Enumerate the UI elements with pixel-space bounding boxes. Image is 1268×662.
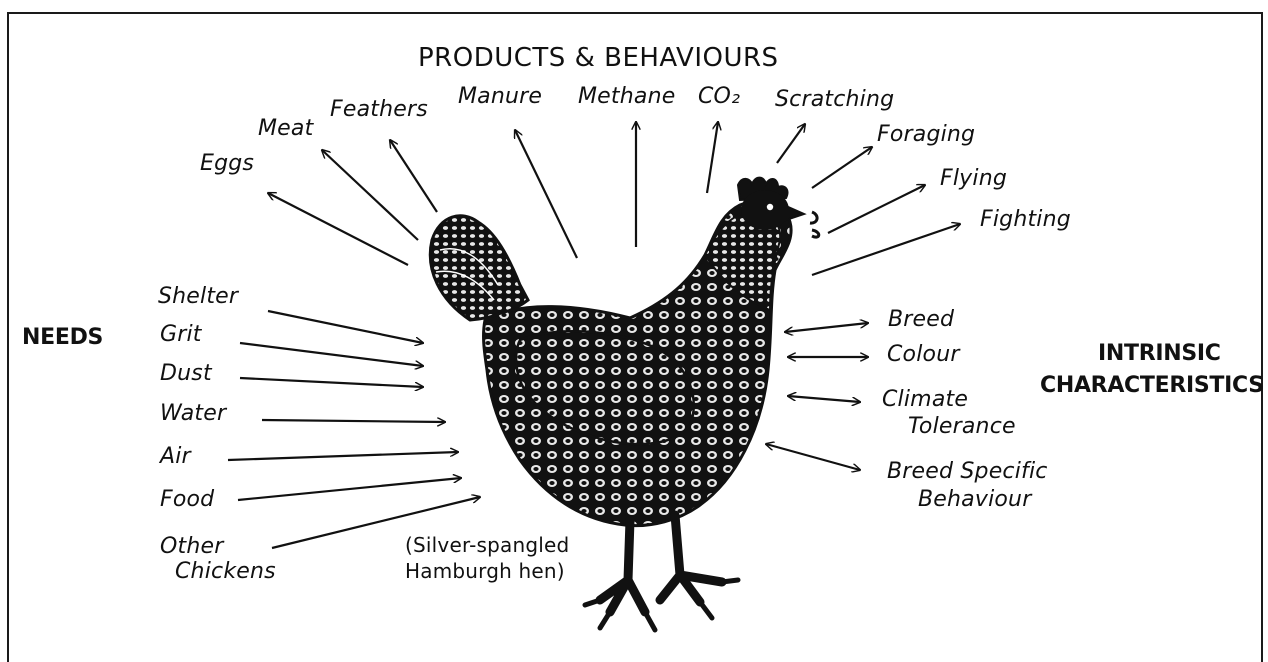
label-fighting: Fighting bbox=[980, 208, 1071, 232]
arrow-meat bbox=[322, 150, 418, 240]
hen-tail bbox=[430, 216, 528, 320]
label-feathers: Feathers bbox=[330, 98, 428, 122]
intrinsic-arrows bbox=[766, 323, 868, 470]
arrow-grit bbox=[240, 343, 423, 366]
caption-line-1: (Silver-spangled bbox=[405, 534, 569, 556]
arrow-breed bbox=[785, 323, 868, 332]
label-climate: Climate bbox=[882, 388, 968, 412]
arrow-air bbox=[228, 452, 458, 460]
intrinsic-heading-1: INTRINSIC bbox=[1098, 342, 1221, 366]
arrow-behaviour bbox=[766, 444, 860, 470]
label-chickens: Chickens bbox=[175, 560, 276, 584]
label-shelter: Shelter bbox=[158, 285, 238, 309]
needs-heading: NEEDS bbox=[22, 326, 103, 350]
arrow-eggs bbox=[268, 193, 408, 265]
label-meat: Meat bbox=[258, 117, 313, 141]
label-other: Other bbox=[160, 535, 223, 559]
hen-legs bbox=[600, 515, 722, 612]
label-colour: Colour bbox=[887, 343, 960, 367]
caption-line-2: Hamburgh hen) bbox=[405, 560, 565, 582]
arrow-food bbox=[238, 478, 461, 500]
arrow-manure bbox=[515, 130, 577, 258]
diagram-title: PRODUCTS & BEHAVIOURS bbox=[418, 44, 779, 73]
label-breed: Breed bbox=[888, 308, 954, 332]
label-foraging: Foraging bbox=[877, 123, 975, 147]
label-air: Air bbox=[160, 445, 191, 469]
label-eggs: Eggs bbox=[200, 152, 254, 176]
label-scratching: Scratching bbox=[775, 88, 894, 112]
label-grit: Grit bbox=[160, 323, 202, 347]
label-water: Water bbox=[160, 402, 226, 426]
label-behaviour: Behaviour bbox=[918, 488, 1031, 512]
arrow-fighting bbox=[812, 224, 960, 275]
label-flying: Flying bbox=[940, 167, 1007, 191]
arrow-climate bbox=[788, 396, 860, 402]
arrow-foraging bbox=[812, 147, 872, 188]
arrow-shelter bbox=[268, 311, 423, 343]
product-arrows bbox=[268, 122, 960, 275]
label-tolerance: Tolerance bbox=[908, 415, 1016, 439]
intrinsic-heading-2: CHARACTERISTICS bbox=[1040, 374, 1264, 398]
arrow-water bbox=[262, 420, 445, 422]
label-methane: Methane bbox=[578, 85, 675, 109]
arrow-co2 bbox=[707, 122, 718, 193]
label-food: Food bbox=[160, 488, 214, 512]
label-breed-specific: Breed Specific bbox=[887, 460, 1048, 484]
arrow-feathers bbox=[390, 140, 437, 212]
label-co2: CO₂ bbox=[698, 85, 740, 109]
arrow-flying bbox=[828, 185, 925, 233]
hen-beak bbox=[786, 206, 804, 220]
label-dust: Dust bbox=[160, 362, 212, 386]
arrow-scratching bbox=[777, 124, 805, 163]
label-manure: Manure bbox=[458, 85, 542, 109]
arrow-dust bbox=[240, 378, 423, 387]
needs-arrows bbox=[228, 311, 480, 548]
